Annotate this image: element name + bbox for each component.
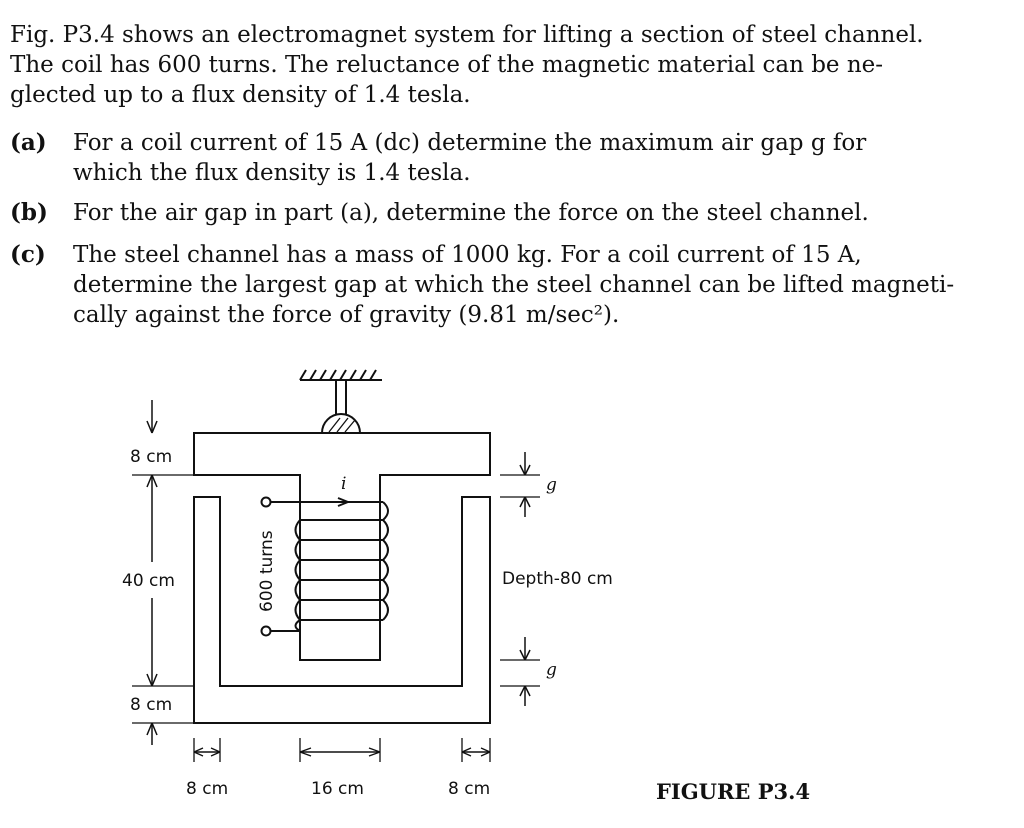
coil-terminal	[260, 625, 272, 637]
dim-label-bottom-bar: 8 cm	[130, 695, 172, 715]
depth-label: Depth-80 cm	[502, 569, 613, 589]
current-label: i	[341, 474, 346, 494]
part-line: which the flux density is 1.4 tesla.	[73, 160, 471, 186]
part-label: (c)	[10, 241, 46, 268]
dim-label-right-leg: 8 cm	[448, 779, 490, 799]
dim-label-height: 40 cm	[122, 571, 175, 591]
pivot-mount	[320, 413, 362, 434]
dim-label-left-leg: 8 cm	[186, 779, 228, 799]
intro-line: The coil has 600 turns. The reluctance o…	[10, 52, 884, 78]
part-line: For the air gap in part (a), determine t…	[73, 200, 869, 226]
figure-caption: FIGURE P3.4	[656, 779, 810, 804]
part-line: determine the largest gap at which the s…	[73, 272, 955, 298]
part-line: cally against the force of gravity (9.81…	[73, 302, 620, 328]
turns-label: 600 turns	[257, 530, 277, 612]
coil-terminal	[260, 496, 272, 508]
intro-line: glected up to a flux density of 1.4 tesl…	[10, 82, 471, 108]
steel-channel	[193, 496, 491, 724]
part-label: (b)	[10, 199, 48, 226]
part-label: (a)	[10, 129, 47, 156]
current-arrow	[337, 497, 349, 507]
coil-winding	[294, 501, 389, 632]
gap-label-top: g	[546, 475, 557, 495]
dim-label-top-bar: 8 cm	[130, 447, 172, 467]
part-line: For a coil current of 15 A (dc) determin…	[73, 130, 867, 156]
electromagnet-figure: 8 cm 40 cm 8 cm 8 cm 16 cm 8 cm 600 turn…	[122, 369, 810, 804]
gap-label-bottom: g	[546, 660, 557, 680]
part-line: The steel channel has a mass of 1000 kg.…	[73, 242, 862, 268]
magnet-core	[193, 432, 491, 661]
problem-statement: Fig. P3.4 shows an electromagnet system …	[10, 20, 1010, 110]
ceiling-hatch	[299, 369, 382, 381]
dim-label-center: 16 cm	[311, 779, 364, 799]
intro-line: Fig. P3.4 shows an electromagnet system …	[10, 22, 924, 48]
